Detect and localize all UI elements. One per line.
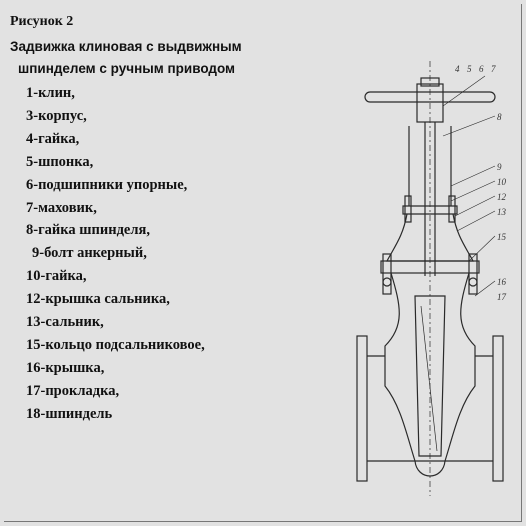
callout-label: 16	[497, 277, 507, 287]
callout-label: 8	[497, 112, 502, 122]
figure-title: Рисунок 2	[10, 14, 74, 29]
valve-cross-section: 4 5 6 7 8 9 10 12 13 15 16 17	[356, 61, 507, 496]
legend-item: 9-болт анкерный,	[32, 245, 147, 262]
figure-heading-line-2: шпинделем с ручным приводом	[18, 61, 236, 76]
callout-label: 4	[455, 64, 460, 74]
legend-item: 4-гайка,	[26, 130, 80, 147]
wedge	[414, 295, 446, 457]
gland-bolt-left	[404, 195, 412, 223]
leader-lines	[442, 75, 496, 297]
legend-item: 8-гайка шпинделя,	[26, 222, 150, 239]
callout-label: 17	[497, 292, 507, 302]
legend-item: 6-подшипники упорные,	[26, 176, 188, 193]
callout-label: 12	[497, 192, 507, 202]
page-frame	[4, 4, 522, 522]
yoke-columns	[408, 126, 452, 206]
legend-item: 1-клин,	[26, 85, 75, 101]
legend-item: 5-шпонка,	[26, 153, 94, 170]
legend-item: 15-кольцо подсальниковое,	[26, 336, 205, 353]
legend-item: 13-сальник,	[26, 314, 104, 331]
bolt-head-right	[468, 277, 478, 287]
valve-body	[384, 272, 476, 462]
callout-label: 13	[497, 207, 507, 217]
legend-item: 7-маховик,	[26, 199, 97, 216]
legend-item: 3-корпус,	[26, 107, 87, 124]
bonnet-flange	[380, 260, 480, 274]
nut-cap	[420, 77, 440, 87]
figure-heading-line-1: Задвижка клиновая с выдвижным	[10, 39, 242, 54]
callout-label: 6	[479, 64, 484, 74]
bolt-head-left	[382, 277, 392, 287]
callout-label: 7	[491, 64, 496, 74]
wedge-hatch	[420, 305, 438, 452]
text-column: Рисунок 2 Задвижка клиновая с выдвижным …	[10, 14, 340, 426]
legend-item: 12-крышка сальника,	[26, 291, 170, 308]
callout-label: 10	[497, 177, 507, 187]
parts-legend: 1-клин, 3-корпус, 4-гайка, 5-шпонка, 6-п…	[10, 82, 340, 426]
callout-label: 9	[497, 162, 502, 172]
handwheel	[364, 91, 496, 103]
packing-gland	[402, 205, 458, 215]
callout-label: 5	[467, 64, 472, 74]
legend-item: 16-крышка,	[26, 359, 105, 376]
legend-item: 18-шпиндель	[26, 405, 113, 422]
body-bottom	[414, 460, 446, 477]
gland-bolt-right	[448, 195, 456, 223]
gate-valve-drawing: 4 5 6 7 8 9 10 12 13 15 16 17	[345, 56, 515, 506]
outlet-flange	[492, 335, 504, 482]
spindle-nut-housing	[416, 83, 444, 123]
callout-label: 15	[497, 232, 507, 242]
legend-item: 10-гайка,	[26, 268, 87, 285]
inlet-flange	[356, 335, 368, 482]
legend-item: 17-прокладка,	[26, 382, 120, 399]
